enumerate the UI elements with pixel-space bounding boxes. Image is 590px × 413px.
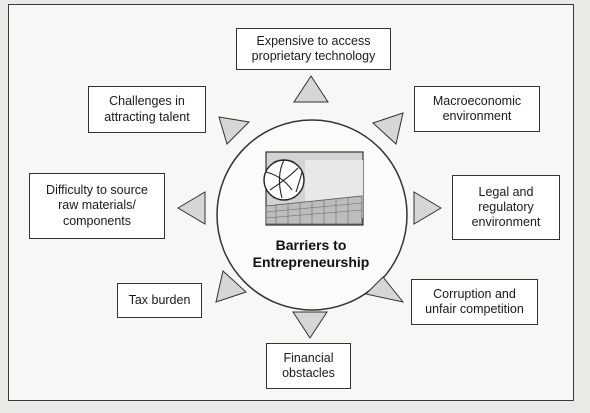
- barrier-corruption: Corruption and unfair competition: [411, 279, 538, 325]
- barrier-tax: Tax burden: [117, 283, 202, 318]
- arrow-talent: [218, 116, 251, 145]
- arrow-legal: [413, 191, 442, 225]
- barrier-technology: Expensive to access proprietary technolo…: [236, 28, 391, 70]
- center-label: Barriers to Entrepreneurship: [252, 237, 370, 271]
- net-mesh: [265, 198, 363, 224]
- barrier-talent: Challenges in attracting talent: [88, 86, 206, 133]
- barrier-legal: Legal and regulatory environment: [452, 175, 560, 240]
- barrier-raw-materials: Difficulty to source raw materials/ comp…: [29, 173, 165, 239]
- barrier-financial: Financial obstacles: [266, 343, 351, 389]
- arrow-corruption: [364, 276, 405, 303]
- arrow-technology: [293, 75, 329, 103]
- volleyball-net-illustration: [263, 151, 364, 226]
- arrow-tax: [215, 270, 247, 303]
- arrow-raw-materials: [177, 191, 206, 225]
- arrow-financial: [292, 311, 328, 339]
- volleyball-seams: [265, 159, 303, 199]
- arrow-macroeconomic: [372, 112, 404, 145]
- barrier-macroeconomic: Macroeconomic environment: [414, 86, 540, 132]
